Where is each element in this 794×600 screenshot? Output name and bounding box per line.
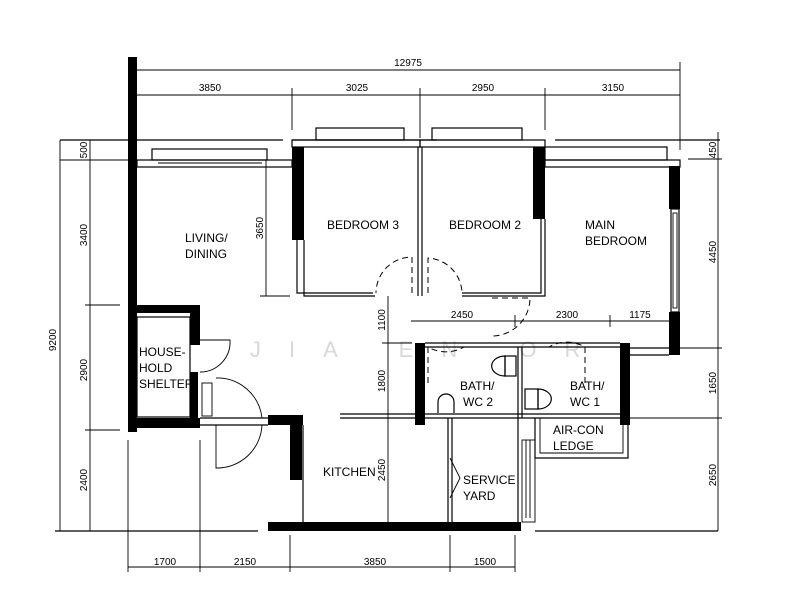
label-main-bedroom-1: MAIN <box>585 218 615 232</box>
dim-left-overall: 9200 <box>48 328 59 351</box>
dim-bottom-1: 1700 <box>154 557 177 568</box>
dim-left-4: 2400 <box>79 468 90 491</box>
dim-left-2: 3400 <box>79 223 90 246</box>
yard-rack <box>521 439 536 523</box>
fixtures <box>437 355 552 413</box>
label-bath1-2: WC 1 <box>570 395 600 409</box>
bedroom3-door[interactable] <box>375 256 413 294</box>
watermark: JIA EN OR <box>250 337 608 362</box>
dim-overall-width: 12975 <box>394 58 422 69</box>
bath1-door[interactable] <box>548 341 586 383</box>
label-kitchen: KITCHEN <box>323 465 376 479</box>
label-bedroom3: BEDROOM 3 <box>327 218 399 232</box>
shelter-wall-right <box>190 305 200 345</box>
dim-inner-v-1: 1100 <box>377 309 388 331</box>
toilet-tank-icon <box>504 355 517 377</box>
dim-bottom-2: 2150 <box>234 557 257 568</box>
shelter-wall-top <box>128 305 200 313</box>
dim-top-3: 2950 <box>472 83 495 94</box>
dim-top-2: 3025 <box>346 83 369 94</box>
kitchen-wall-top <box>268 415 303 425</box>
doors[interactable] <box>199 256 586 469</box>
shelter-door[interactable] <box>199 339 231 373</box>
bedroom2-wall <box>533 147 545 219</box>
bedroom2-bottom-wall <box>462 219 542 294</box>
bedroom2-door[interactable] <box>427 257 463 294</box>
dim-right-1: 450 <box>708 141 719 158</box>
dim-left-1: 500 <box>79 141 90 158</box>
dimensions: 12975 3850 3025 2950 3150 9200 500 3400 … <box>48 58 722 572</box>
room-outlines <box>55 127 720 532</box>
toilet-bowl-icon <box>537 388 552 410</box>
label-aircon-2: LEDGE <box>553 439 594 453</box>
shelter-interior <box>136 316 191 418</box>
label-main-bedroom-2: BEDROOM <box>585 234 647 248</box>
toilet-bowl-icon <box>491 355 506 377</box>
toilet-tank-icon <box>524 388 539 410</box>
living-window-ledge <box>151 148 268 161</box>
aircon-ledge-outline <box>534 418 629 459</box>
living-window <box>136 159 293 168</box>
label-bath1-1: BATH/ <box>570 379 605 393</box>
main-bedroom-door[interactable] <box>491 297 531 337</box>
dim-bottom-4: 1500 <box>474 557 497 568</box>
main-entrance-door[interactable] <box>215 377 263 419</box>
bath2-wall-left <box>415 343 425 425</box>
dim-right-2: 4450 <box>708 240 719 263</box>
dim-bottom-3: 3850 <box>364 557 387 568</box>
label-shelter-3: SHELTER <box>139 377 194 391</box>
dim-right-4: 2650 <box>708 463 719 486</box>
dim-inner-v-3: 2450 <box>377 458 388 481</box>
dim-inner-v-2: 1800 <box>377 369 388 392</box>
main-bedroom-window <box>544 159 681 168</box>
bedroom2-window-ledge <box>431 127 523 141</box>
folding-door <box>449 457 461 499</box>
label-dining: DINING <box>185 247 227 261</box>
bath2-door[interactable] <box>427 346 465 383</box>
bedroom3-bottom-wall <box>296 240 373 294</box>
dim-living-height: 3650 <box>255 216 266 239</box>
bedroom3-window <box>291 139 421 148</box>
dim-left-3: 2900 <box>79 358 90 381</box>
dim-right-3: 1650 <box>708 371 719 394</box>
bedroom3-bottom-wall-inner <box>303 240 375 297</box>
entrance-shoe-cabinet <box>201 382 213 417</box>
bath1-wall-right <box>620 343 630 425</box>
bedroom3-wall <box>292 147 304 240</box>
shelter-wall-right-lower <box>190 372 198 422</box>
kitchen-wall-left <box>290 415 302 480</box>
label-bath2-1: BATH/ <box>460 379 495 393</box>
bedroom2-bottom-wall-outer <box>462 219 546 297</box>
label-bedroom2: BEDROOM 2 <box>449 218 521 232</box>
basin-icon <box>437 393 455 413</box>
left-exterior-wall <box>128 57 137 432</box>
window-pane <box>672 212 678 309</box>
shelter-wall-bottom <box>128 418 200 428</box>
main-bedroom-wall-upper <box>669 166 680 209</box>
gate-door[interactable] <box>215 424 263 469</box>
label-yard-1: SERVICE <box>463 473 515 487</box>
bottom-exterior-wall <box>268 522 521 531</box>
dim-top-4: 3150 <box>602 83 625 94</box>
dim-top-1: 3850 <box>199 83 222 94</box>
dim-inner-h-3: 1175 <box>629 310 651 321</box>
label-yard-2: YARD <box>463 489 496 503</box>
label-bath2-2: WC 2 <box>463 395 493 409</box>
room-labels: LIVING/ DINING BEDROOM 3 BEDROOM 2 MAIN … <box>139 218 647 503</box>
dim-inner-h-1: 2450 <box>451 310 474 321</box>
walls <box>128 57 680 531</box>
bedroom2-window <box>419 139 546 148</box>
main-bedroom-side-window <box>670 208 680 313</box>
label-living: LIVING/ <box>185 231 228 245</box>
label-shelter-1: HOUSE- <box>139 345 186 359</box>
bedroom3-window-ledge <box>315 127 405 141</box>
aircon-ledge-inner <box>539 418 624 454</box>
label-aircon-1: AIR-CON <box>553 423 604 437</box>
label-shelter-2: HOLD <box>139 361 173 375</box>
dim-inner-h-2: 2300 <box>556 310 579 321</box>
main-bedroom-wall-lower <box>669 312 680 355</box>
main-bedroom-window-ledge <box>544 146 668 161</box>
